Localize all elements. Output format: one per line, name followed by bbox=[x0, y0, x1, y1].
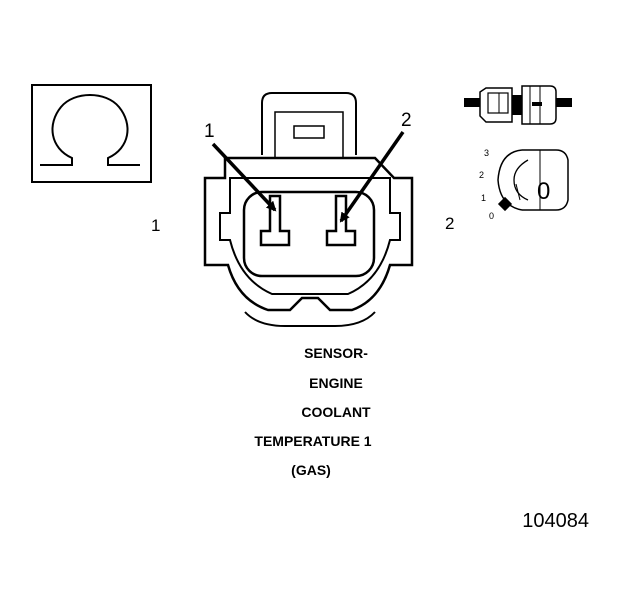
connector-face bbox=[203, 92, 414, 327]
description-line-4: TEMPERATURE 1 bbox=[254, 433, 371, 449]
pin-1-arrow bbox=[211, 142, 277, 212]
key-position-icon bbox=[497, 149, 569, 212]
position-scale-3: 3 bbox=[484, 148, 489, 158]
omega-symbol-icon bbox=[31, 84, 152, 183]
position-scale-2: 2 bbox=[479, 170, 484, 180]
description-line-5: (GAS) bbox=[291, 462, 331, 478]
pin-1-callout: 1 bbox=[204, 121, 215, 142]
key-position-label: 0 bbox=[537, 178, 550, 205]
figure-number: 104084 bbox=[522, 510, 589, 532]
terminal-2 bbox=[325, 194, 357, 247]
description-line-2: ENGINE bbox=[309, 375, 363, 391]
position-scale-0: 0 bbox=[489, 211, 494, 221]
terminal-1 bbox=[259, 194, 291, 247]
pin-2-arrow bbox=[339, 130, 405, 223]
description-line-1: SENSOR- bbox=[304, 345, 368, 361]
position-scale-1: 1 bbox=[481, 193, 486, 203]
pin-2-callout: 2 bbox=[401, 110, 412, 131]
connector-side-view-icon bbox=[464, 85, 572, 125]
side-label-1: 1 bbox=[151, 216, 160, 235]
side-label-2: 2 bbox=[445, 214, 454, 233]
description-line-3: COOLANT bbox=[301, 404, 371, 420]
